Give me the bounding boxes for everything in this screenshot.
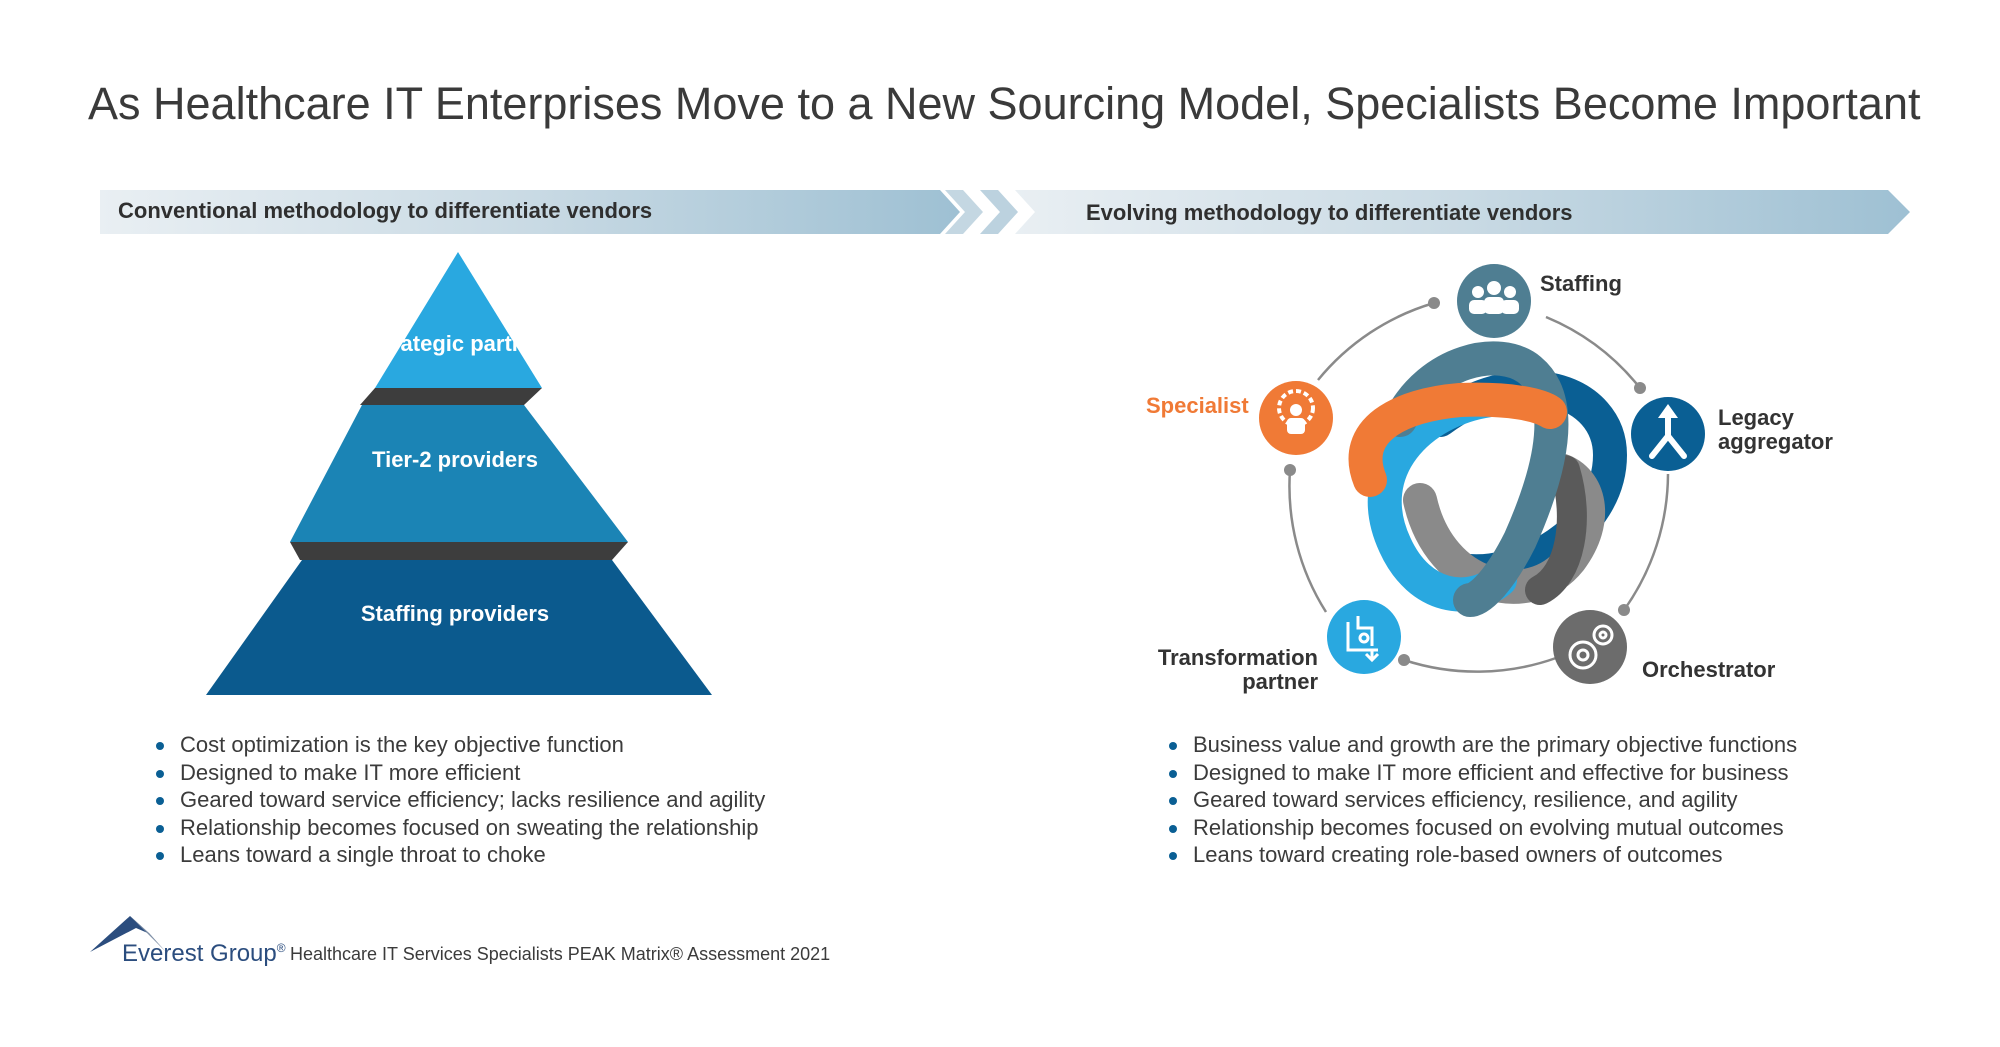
orbit-arc-orchestrator-transformation xyxy=(1403,656,1557,673)
orbit-dot xyxy=(1428,297,1440,309)
pyramid-middle-tier xyxy=(290,405,628,542)
bullet-dot xyxy=(156,769,164,778)
merge-arrow-head-icon xyxy=(1658,404,1678,418)
pyramid-bottom-tier xyxy=(206,560,712,695)
footer-brand-mark: ® xyxy=(276,941,286,955)
footer-report-title: Healthcare IT Services Specialists PEAK … xyxy=(290,944,831,964)
bullet-dot xyxy=(156,742,164,750)
banner-chevron-1 xyxy=(945,190,983,234)
banner-left-label: Conventional methodology to differentiat… xyxy=(118,198,653,223)
merge-arrow-icon xyxy=(1649,409,1687,459)
banner-chevron-2 xyxy=(980,190,1018,234)
pyramid-bottom-label: Staffing providers xyxy=(360,601,550,626)
people-group-icon xyxy=(1469,281,1519,314)
right-bullet-list: Business value and growth are the primar… xyxy=(1163,731,1797,869)
bullet-dot xyxy=(1169,852,1177,860)
bullet-dot xyxy=(1169,824,1177,833)
banner-left-segment xyxy=(100,190,960,234)
pyramid-top-tier xyxy=(375,252,542,388)
legacy-aggregator-label: Legacy aggregator xyxy=(1718,405,1833,454)
page-title: As Healthcare IT Enterprises Move to a N… xyxy=(88,78,1921,129)
list-item: Designed to make IT more efficient xyxy=(150,759,765,787)
banner-right-label: Evolving methodology to differentiate ve… xyxy=(1086,200,1573,225)
bullet-dot xyxy=(156,824,164,833)
list-item: Geared toward services efficiency, resil… xyxy=(1163,786,1797,814)
bullet-dot xyxy=(156,797,164,805)
list-item: Leans toward creating role-based owners … xyxy=(1163,841,1797,869)
footer-brand: Everest Group® xyxy=(122,940,286,968)
banner-right-segment xyxy=(1015,190,1910,234)
list-item: Leans toward a single throat to choke xyxy=(150,841,765,869)
orbit-arc-legacy-orchestrator xyxy=(1622,473,1670,611)
transformation-partner-node xyxy=(1327,600,1401,674)
orbit-dot xyxy=(1398,654,1410,666)
list-item: Relationship becomes focused on sweating… xyxy=(150,814,765,842)
transform-crop-icon xyxy=(1346,616,1380,663)
staffing-label: Staffing xyxy=(1540,271,1622,296)
everest-mountain-logo xyxy=(90,916,166,952)
list-item: Relationship becomes focused on evolving… xyxy=(1163,814,1797,842)
list-item: Business value and growth are the primar… xyxy=(1163,731,1797,759)
orbit-arc-transformation-specialist xyxy=(1288,469,1328,613)
list-item: Cost optimization is the key objective f… xyxy=(150,731,765,759)
orbit-arc-staffing-legacy xyxy=(1545,315,1641,389)
transformation-partner-label: Transformation partner xyxy=(1157,645,1318,694)
orchestrator-node xyxy=(1553,610,1627,684)
pyramid-separator-2 xyxy=(290,542,628,560)
bullet-dot xyxy=(1169,769,1177,778)
left-bullet-list: Cost optimization is the key objective f… xyxy=(150,731,765,869)
bullet-dot xyxy=(1169,742,1177,750)
pyramid-top-label: Strategic partner xyxy=(369,331,547,356)
bullet-dot xyxy=(156,852,164,860)
gears-icon xyxy=(1568,624,1614,670)
orchestrator-label: Orchestrator xyxy=(1642,657,1776,682)
orbit-arc-specialist-staffing xyxy=(1317,301,1435,381)
pyramid-separator-1 xyxy=(360,388,542,405)
orbit-dot xyxy=(1284,464,1296,476)
list-item: Geared toward service efficiency; lacks … xyxy=(150,786,765,814)
knot-band-dark-gray xyxy=(1525,455,1587,605)
specialist-label: Specialist xyxy=(1146,393,1249,418)
list-item: Designed to make IT more efficient and e… xyxy=(1163,759,1797,787)
orbit-dot xyxy=(1634,382,1646,394)
orbit-dot xyxy=(1618,604,1630,616)
bullet-dot xyxy=(1169,797,1177,805)
knot-band-orange xyxy=(1348,382,1567,497)
footer-brand-name: Everest Group xyxy=(122,940,277,967)
specialist-gear-person-icon xyxy=(1277,389,1315,434)
pyramid-middle-label: Tier-2 providers xyxy=(372,447,538,472)
